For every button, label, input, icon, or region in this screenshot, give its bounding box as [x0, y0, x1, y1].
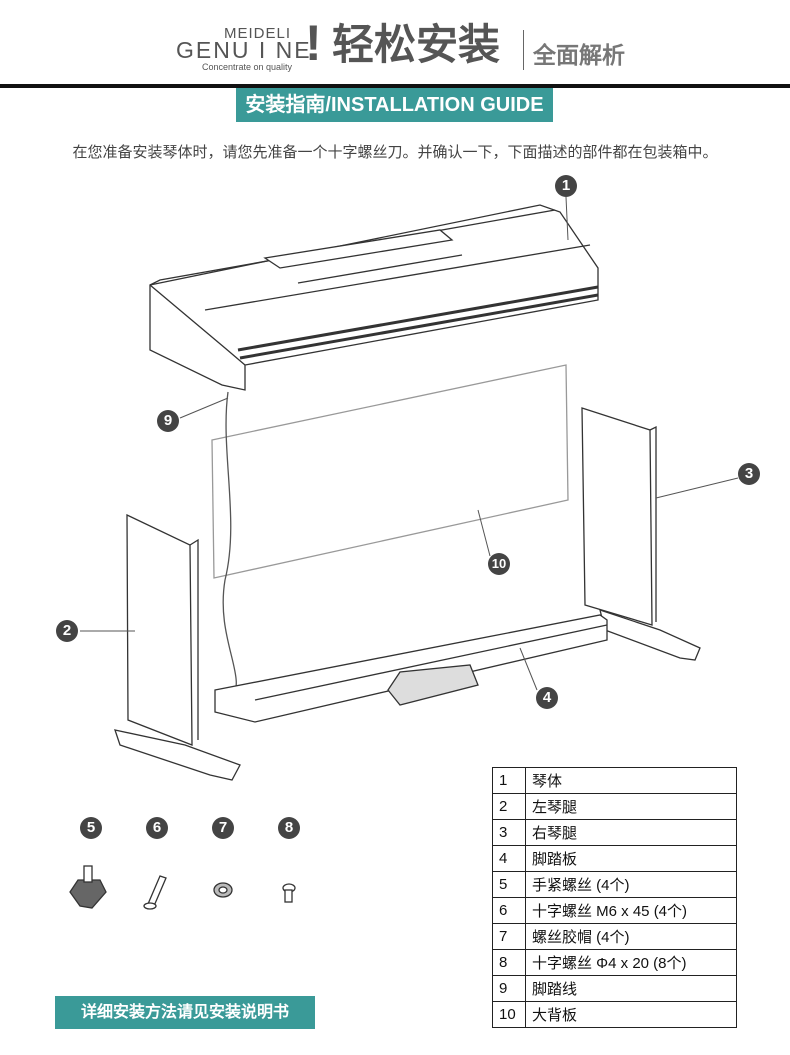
- part-name: 手紧螺丝 (4个): [525, 871, 737, 898]
- marker-1: 1: [555, 175, 577, 197]
- hand-screw-drawing: [69, 865, 107, 909]
- intro-text: 在您准备安装琴体时，请您先准备一个十字螺丝刀。并确认一下，下面描述的部件都在包装…: [72, 144, 718, 161]
- marker-9: 9: [157, 410, 179, 432]
- marker-2: 2: [56, 620, 78, 642]
- screw-cap-drawing: [213, 882, 233, 898]
- part-number: 3: [492, 819, 526, 846]
- part-number: 8: [492, 949, 526, 976]
- marker-10: 10: [488, 553, 510, 575]
- marker-7: 7: [212, 817, 234, 839]
- part-number: 2: [492, 793, 526, 820]
- part-name: 脚踏板: [525, 845, 737, 872]
- brand-top: MEIDELI: [224, 25, 292, 42]
- part-number: 5: [492, 871, 526, 898]
- pedal-board-drawing: [214, 614, 608, 723]
- marker-8: 8: [278, 817, 300, 839]
- part-name: 右琴腿: [525, 819, 737, 846]
- part-name: 脚踏线: [525, 975, 737, 1002]
- part-name: 十字螺丝 Φ4 x 20 (8个): [525, 949, 737, 976]
- cross-screw-drawing: [143, 875, 167, 910]
- part-name: 螺丝胶帽 (4个): [525, 923, 737, 950]
- section-banner: 安装指南/INSTALLATION GUIDE: [236, 88, 553, 122]
- marker-4: 4: [536, 687, 558, 709]
- marker-3: 3: [738, 463, 760, 485]
- part-name: 左琴腿: [525, 793, 737, 820]
- back-panel-drawing: [211, 364, 569, 579]
- pedal-cable-drawing: [222, 391, 237, 701]
- part-number: 9: [492, 975, 526, 1002]
- part-number: 7: [492, 923, 526, 950]
- part-number: 6: [492, 897, 526, 924]
- small-screw-drawing: [282, 883, 296, 903]
- left-leg-drawing: [114, 513, 241, 781]
- part-number: 10: [492, 1001, 526, 1028]
- part-number: 4: [492, 845, 526, 872]
- exclamation-mark: !: [305, 15, 322, 71]
- brand-logo: GENU I NE: [176, 37, 312, 63]
- piano-body-drawing: [149, 204, 599, 391]
- marker-5: 5: [80, 817, 102, 839]
- manual-reference-button[interactable]: 详细安装方法请见安装说明书: [55, 996, 315, 1029]
- part-number: 1: [492, 767, 526, 794]
- page-subtitle: 全面解析: [533, 42, 625, 68]
- part-name: 大背板: [525, 1001, 737, 1028]
- page-title: 轻松安装: [332, 21, 501, 68]
- header-rule: [0, 84, 790, 88]
- leader-lines: [80, 196, 739, 691]
- part-name: 十字螺丝 M6 x 45 (4个): [525, 897, 737, 924]
- title-divider: [523, 30, 524, 70]
- brand-tagline: Concentrate on quality: [202, 62, 293, 72]
- marker-6: 6: [146, 817, 168, 839]
- part-name: 琴体: [525, 767, 737, 794]
- right-leg-drawing: [581, 407, 701, 661]
